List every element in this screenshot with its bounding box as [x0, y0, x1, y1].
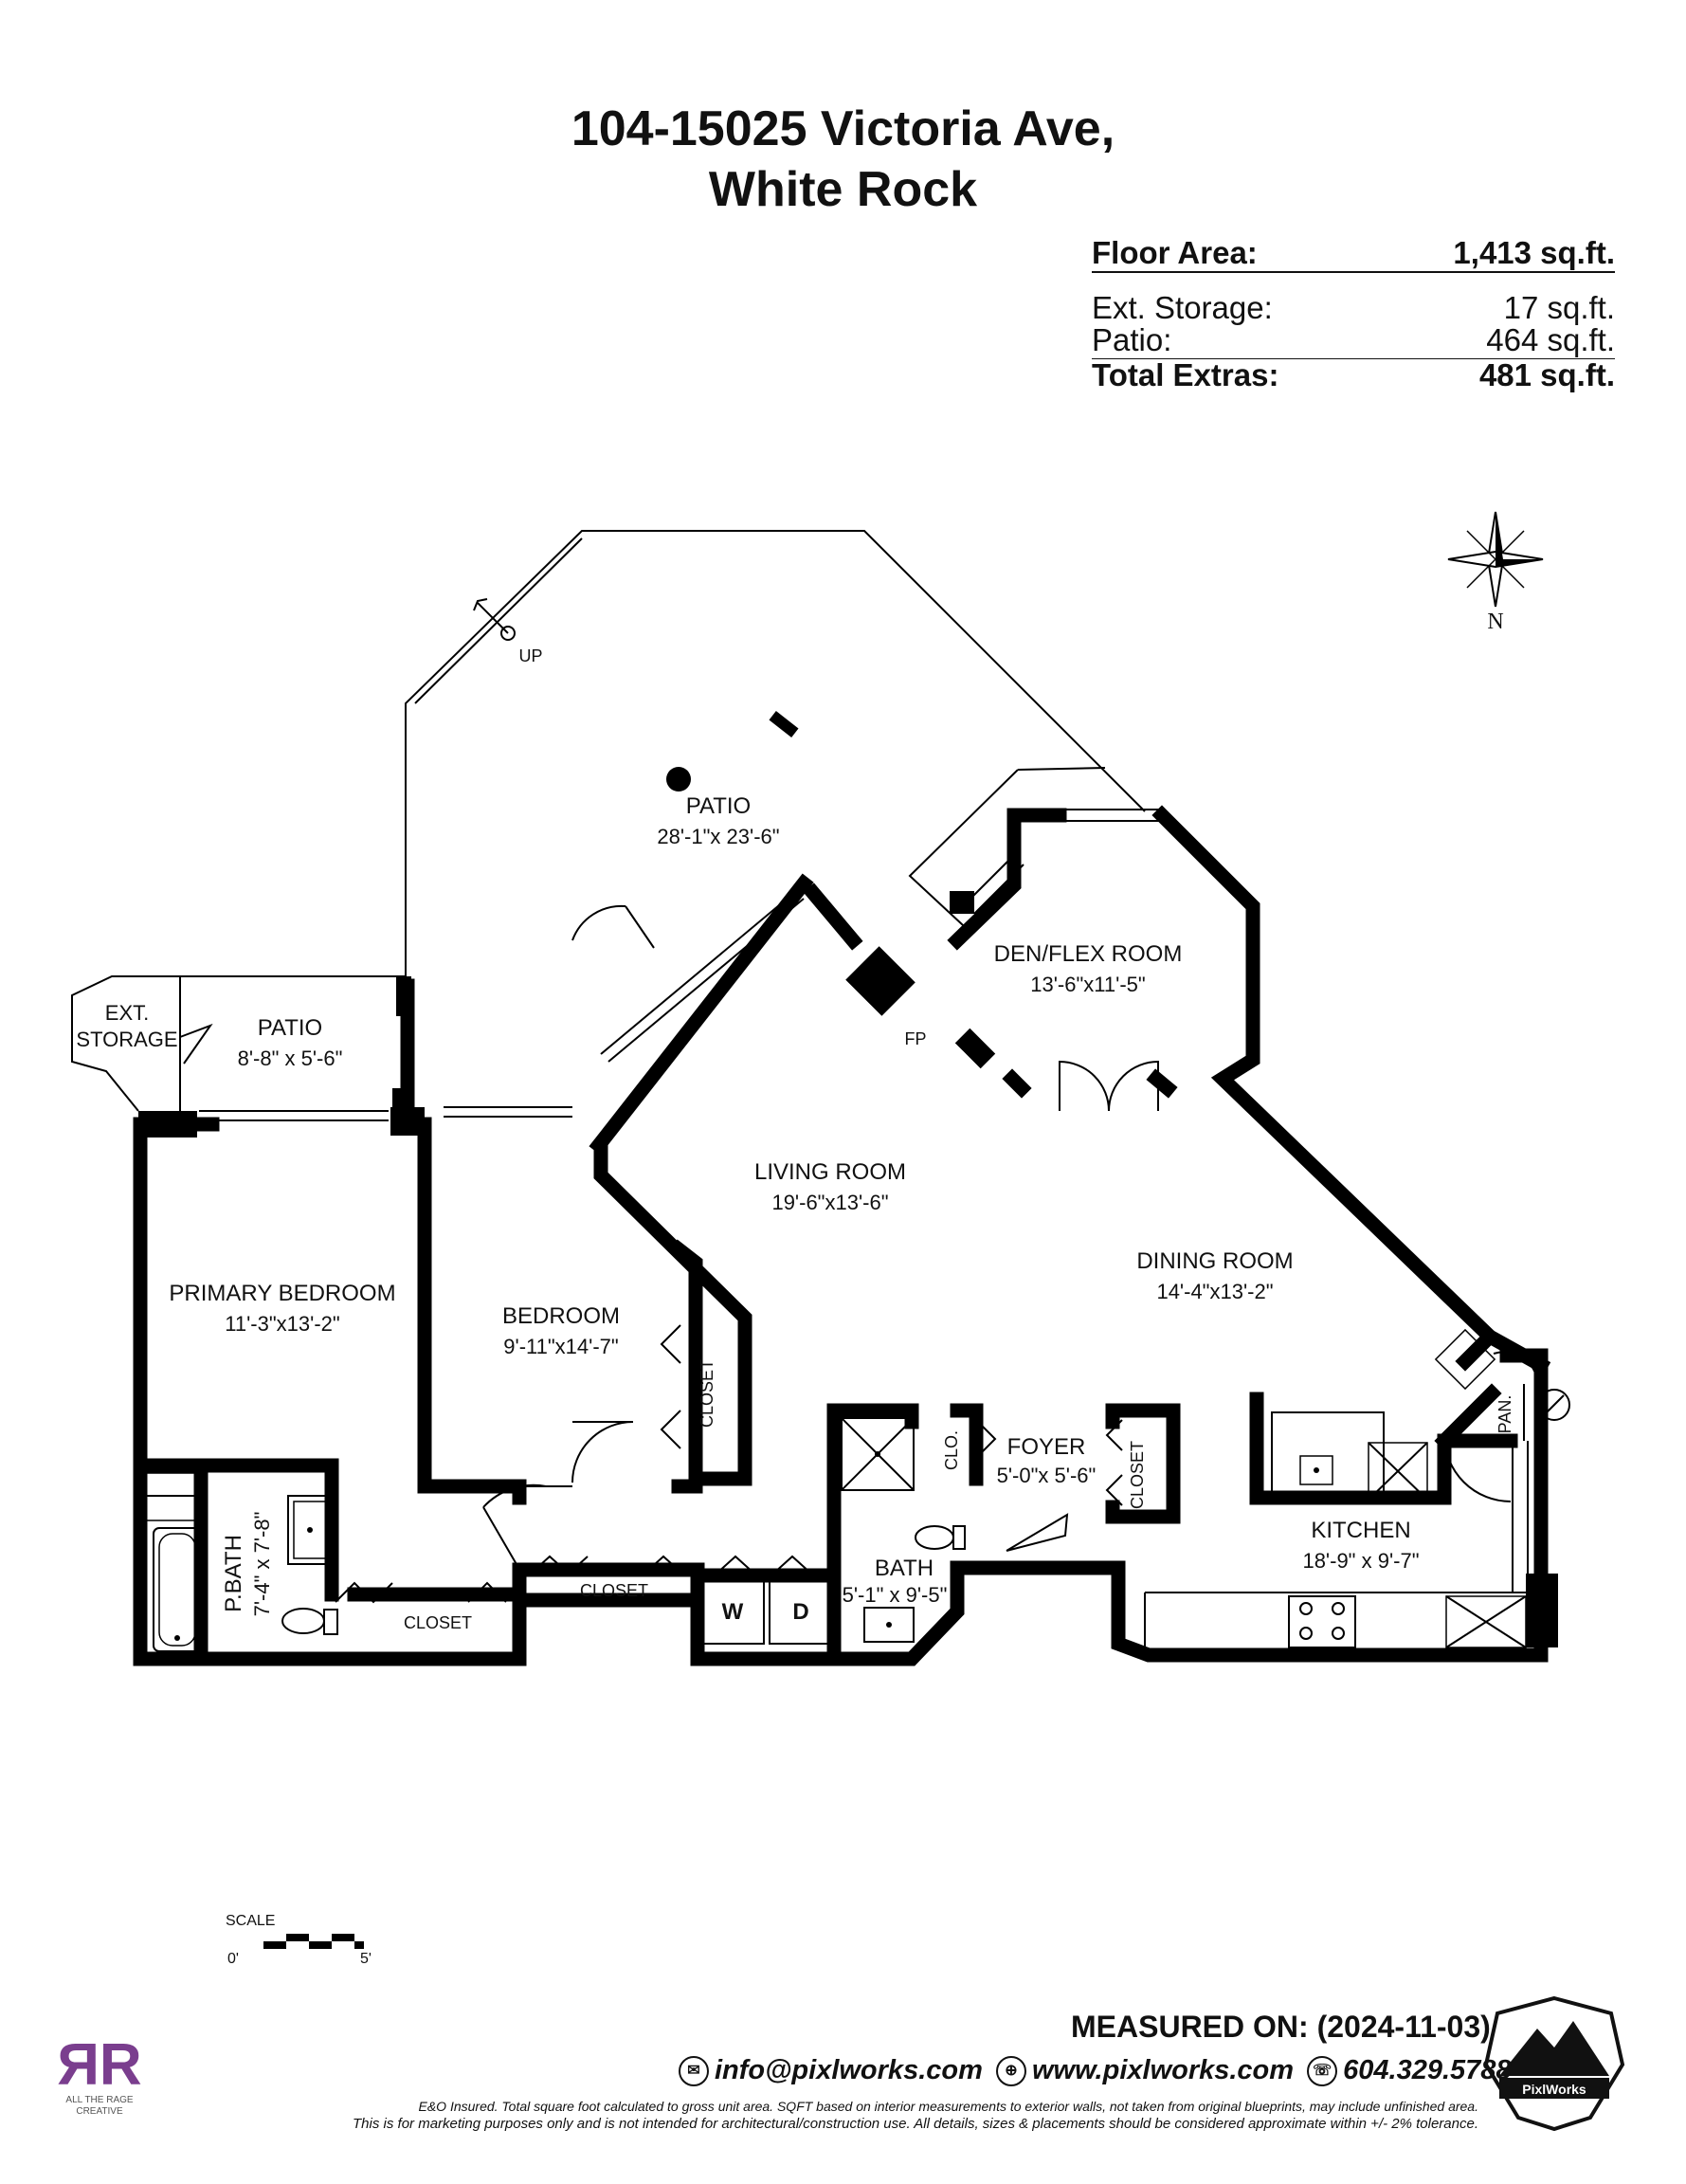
- total-extras-label: Total Extras:: [1092, 357, 1279, 392]
- clo-label: CLO.: [942, 1430, 961, 1470]
- bedroom-closet-label: CLOSET: [698, 1359, 716, 1428]
- dining-dims: 14'-4"x13'-2": [1156, 1280, 1273, 1303]
- ext-storage-value: 17 sq.ft.: [1503, 290, 1615, 325]
- fireplace-label: FP: [904, 1029, 926, 1048]
- ext-storage-label: Ext. Storage:: [1092, 290, 1273, 325]
- globe-icon: ⊕: [995, 2056, 1026, 2087]
- fixtures: [145, 1328, 1570, 1655]
- pixlworks-badge-icon: [1483, 1995, 1625, 2132]
- scale-end: 5': [360, 1951, 372, 1967]
- address-line-2: White Rock: [708, 162, 978, 217]
- dryer-label: D: [792, 1599, 808, 1625]
- floor-area-value: 1,413 sq.ft.: [1453, 235, 1615, 270]
- dining-name: DINING ROOM: [1136, 1248, 1293, 1274]
- primary-bedroom-dims: 11'-3"x13'-2": [225, 1312, 339, 1336]
- north-label: N: [1487, 610, 1503, 634]
- disclaimer-line-1: E&O Insured. Total square foot calculate…: [418, 2099, 1478, 2114]
- foyer-name: FOYER: [1007, 1434, 1086, 1460]
- patio-small-dims: 8'-8" x 5'-6": [238, 1046, 343, 1070]
- patio-main-name: PATIO: [686, 793, 751, 819]
- patio-main-dims: 28'-1"x 23'-6": [657, 825, 779, 848]
- patio-small-name: PATIO: [258, 1015, 322, 1041]
- website-link[interactable]: www.pixlworks.com: [1031, 2055, 1295, 2085]
- ext-storage-line1: EXT.: [105, 1001, 149, 1025]
- disclaimer-line-2: This is for marketing purposes only and …: [353, 2116, 1478, 2132]
- total-extras-value: 481 sq.ft.: [1478, 357, 1615, 392]
- atr-logo-icon: ЯR: [57, 2032, 142, 2098]
- address-line-1: 104-15025 Victoria Ave,: [571, 101, 1115, 156]
- atr-logo-name: ALL THE RAGE CREATIVE: [65, 2095, 134, 2117]
- contact-line: ✉info@pixlworks.com ⊕www.pixlworks.com ☏…: [673, 2055, 1512, 2087]
- email-link[interactable]: info@pixlworks.com: [715, 2055, 983, 2085]
- bath-name: BATH: [875, 1556, 934, 1581]
- patio-label: Patio:: [1092, 322, 1172, 357]
- phone-icon: ☏: [1307, 2056, 1338, 2087]
- scale-start: 0': [227, 1951, 239, 1967]
- doors: [482, 904, 1539, 1567]
- primary-closet-label: CLOSET: [404, 1613, 472, 1632]
- den-dims: 13'-6"x11'-5": [1030, 973, 1145, 996]
- bath-dims: 5'-1" x 9'-5": [843, 1583, 948, 1607]
- patio-outline: [405, 530, 1146, 980]
- area-divider: [1092, 271, 1615, 273]
- patio-value: 464 sq.ft.: [1486, 322, 1615, 357]
- area-summary: Floor Area: 1,413 sq.ft. Ext. Storage: 1…: [1092, 237, 1615, 391]
- stair-up-label: UP: [518, 646, 542, 665]
- windows: [199, 809, 1162, 1121]
- ext-storage-row: Ext. Storage: 17 sq.ft.: [1092, 292, 1615, 324]
- foyer-closet-label: CLOSET: [1128, 1441, 1147, 1509]
- pixlworks-badge-text: PixlWorks: [1522, 2082, 1586, 2097]
- bedroom-dims: 9'-11"x14'-7": [503, 1335, 618, 1358]
- patio-row: Patio: 464 sq.ft.: [1092, 324, 1615, 356]
- total-extras-row: Total Extras: 481 sq.ft.: [1092, 359, 1615, 391]
- all-the-rage-logo: ЯR ALL THE RAGE CREATIVE: [57, 2036, 142, 2118]
- primary-bath-dims: 7'-4" x 7'-8": [250, 1512, 274, 1617]
- bedroom-name: BEDROOM: [502, 1303, 620, 1329]
- phone-number: 604.329.5788: [1343, 2055, 1512, 2085]
- interior-walls: [138, 1117, 1549, 1666]
- kitchen-dims: 18'-9" x 9'-7": [1302, 1549, 1419, 1573]
- washer-label: W: [722, 1599, 744, 1625]
- closet-doors: [335, 1324, 1123, 1604]
- totals-divider: [1092, 358, 1615, 359]
- floor-area-row: Floor Area: 1,413 sq.ft.: [1092, 237, 1615, 269]
- foyer-dims: 5'-0"x 5'-6": [997, 1464, 1097, 1487]
- living-dims: 19'-6"x13'-6": [771, 1191, 888, 1214]
- exterior-walls: [133, 805, 1551, 1666]
- den-name: DEN/FLEX ROOM: [994, 941, 1183, 967]
- measured-on: MEASURED ON: (2024-11-03): [1071, 2010, 1491, 2044]
- scale-bar: [263, 1934, 364, 1949]
- compass-icon: [1447, 511, 1544, 608]
- scale-label: SCALE: [226, 1913, 276, 1929]
- primary-bath-name: P.BATH: [221, 1535, 246, 1612]
- living-name: LIVING ROOM: [754, 1159, 906, 1185]
- email-icon: ✉: [679, 2056, 709, 2087]
- ext-storage-line2: STORAGE: [76, 1028, 177, 1051]
- ext-storage-outline: [71, 975, 406, 1112]
- floor-area-label: Floor Area:: [1092, 235, 1258, 270]
- primary-bedroom-name: PRIMARY BEDROOM: [169, 1281, 395, 1306]
- kitchen-name: KITCHEN: [1311, 1518, 1410, 1543]
- pantry-label: PAN.: [1496, 1395, 1514, 1434]
- hall-closet-label: CLOSET: [580, 1581, 648, 1600]
